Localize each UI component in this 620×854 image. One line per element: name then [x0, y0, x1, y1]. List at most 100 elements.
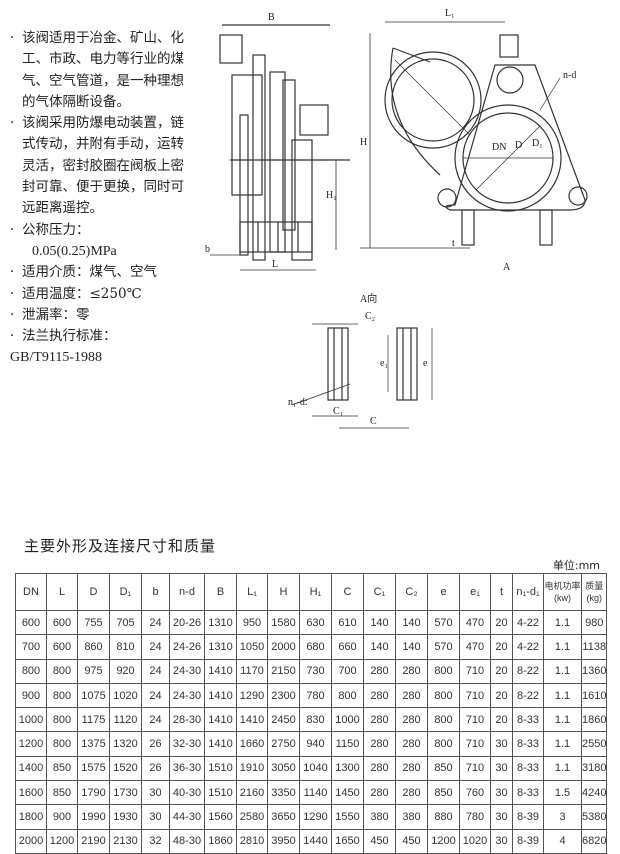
table-cell: 1075: [77, 682, 110, 709]
table-cell: 8-22: [512, 658, 544, 684]
table-cell: 1140: [299, 780, 332, 806]
table-cell: 280: [395, 707, 428, 733]
table-cell: 24: [141, 682, 170, 709]
table-cell: 660: [331, 634, 364, 660]
table-cell: 760: [459, 780, 491, 806]
table-cell: 1170: [236, 658, 268, 684]
table-cell: 24: [141, 658, 170, 684]
label-n-d: n-d: [563, 70, 576, 81]
label-DN: DN: [492, 142, 506, 153]
table-cell: 3180: [580, 755, 608, 782]
table-cell: 24: [141, 707, 170, 733]
table-cell: 40-30: [169, 780, 205, 806]
table-cell: 2750: [267, 731, 300, 757]
table-cell: 30: [490, 755, 513, 782]
table-cell: 30: [141, 804, 170, 830]
spec-list: 该阀适用于冶金、矿山、化工、市政、电力等行业的煤气、空气管道，是一种理想的气体隔…: [10, 28, 190, 369]
table-cell: 700: [15, 634, 47, 660]
table-cell: 280: [395, 780, 428, 806]
a-view-drawing: [291, 323, 433, 429]
table-cell: 850: [46, 755, 78, 782]
table-cell: 1800: [15, 804, 47, 830]
spec-flange-standard-value: GB/T9115-1988: [10, 350, 103, 366]
table-cell: 1400: [15, 755, 47, 782]
table-cell: 1150: [331, 731, 364, 757]
table-cell: 24-30: [169, 658, 205, 684]
table-cell: 280: [363, 731, 396, 757]
table-cell: 1580: [267, 609, 300, 636]
table-cell: 32-30: [169, 731, 205, 757]
column-header: C₂: [395, 573, 428, 611]
table-cell: 280: [363, 755, 396, 782]
column-header: H₁: [299, 573, 332, 611]
label-C2: C₂: [365, 311, 375, 322]
table-cell: 3350: [267, 780, 300, 806]
table-cell: 20: [490, 707, 513, 733]
table-cell: 850: [46, 780, 78, 806]
table-cell: 800: [15, 658, 47, 684]
table-cell: 800: [46, 658, 78, 684]
table-cell: 940: [299, 731, 332, 757]
table-cell: 800: [427, 731, 460, 757]
table-cell: 1.1: [543, 658, 582, 684]
label-t: t: [452, 238, 455, 249]
spec-temperature: 适用温度：≤250℃: [10, 284, 190, 305]
label-L1: L₁: [445, 8, 455, 19]
table-cell: 24: [141, 609, 170, 636]
table-cell: 800: [427, 682, 460, 709]
spec-application: 该阀适用于冶金、矿山、化工、市政、电力等行业的煤气、空气管道，是一种理想的气体隔…: [10, 28, 190, 113]
label-H: H: [360, 137, 367, 148]
table-cell: 810: [109, 634, 142, 660]
table-cell: 280: [363, 707, 396, 733]
table-cell: 600: [46, 609, 78, 636]
label-A: A: [503, 262, 511, 273]
table-cell: 1520: [109, 755, 142, 782]
table-cell: 780: [459, 804, 491, 830]
column-header: C: [331, 573, 364, 611]
table-cell: 610: [331, 609, 364, 636]
table-cell: 850: [427, 780, 460, 806]
table-cell: 1360: [580, 658, 608, 684]
table-cell: 1020: [109, 682, 142, 709]
table-cell: 140: [395, 609, 428, 636]
table-cell: 24-26: [169, 634, 205, 660]
table-cell: 1310: [204, 634, 237, 660]
table-unit: 单位:mm: [552, 559, 600, 572]
column-header: L: [46, 573, 78, 611]
table-cell: 1290: [299, 804, 332, 830]
label-b: b: [205, 244, 210, 255]
column-header: b: [141, 573, 170, 611]
table-cell: 570: [427, 609, 460, 636]
table-cell: 1450: [331, 780, 364, 806]
table-cell: 1550: [331, 804, 364, 830]
table-cell: 380: [363, 804, 396, 830]
table-cell: 1410: [204, 707, 237, 733]
table-cell: 975: [77, 658, 110, 684]
table-cell: 880: [427, 804, 460, 830]
table-cell: 755: [77, 609, 110, 636]
column-header: H: [267, 573, 300, 611]
label-L: L: [272, 259, 278, 270]
spec-pressure-label: 公称压力：: [10, 220, 190, 241]
table-cell: 1575: [77, 755, 110, 782]
column-header: B: [204, 573, 237, 611]
table-cell: 1560: [204, 804, 237, 830]
technical-drawing: B L b H₁ H L₁ n-d DN D D₁ t A A向 C₂ C₁ C…: [205, 8, 588, 429]
table-cell: 1730: [109, 780, 142, 806]
table-cell: 280: [395, 731, 428, 757]
table-cell: 1000: [15, 707, 47, 733]
table-cell: 710: [459, 707, 491, 733]
table-cell: 20: [490, 658, 513, 684]
table-cell: 30: [490, 804, 513, 830]
label-D: D: [515, 140, 522, 151]
table-cell: 1.1: [543, 731, 582, 757]
table-cell: 800: [46, 682, 78, 709]
table-cell: 1930: [109, 804, 142, 830]
table-cell: 140: [363, 634, 396, 660]
